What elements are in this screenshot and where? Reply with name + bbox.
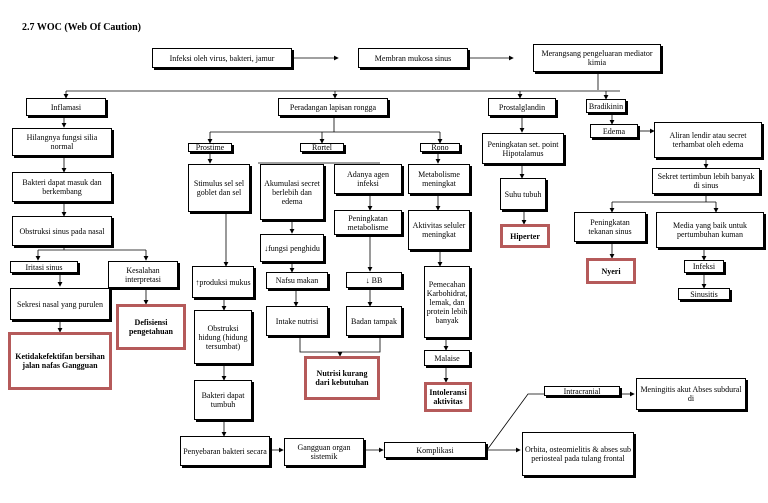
node-aliran: Aliran lendir atau secret terhambat oleh…	[654, 122, 762, 158]
node-rono: Rono	[420, 143, 460, 152]
node-proslime: Prostime	[188, 143, 232, 152]
node-peningkatan-tekanan: Peningkatan tekanan sinus	[574, 212, 646, 242]
node-hilangnya: Hilangnya fungsi silia normal	[12, 128, 112, 156]
diagnosis-hipertermi: Hiperter	[500, 224, 550, 248]
diagnosis-jalan-nafas: Ketidakefektifan bersihan jalan nafas Ga…	[8, 332, 112, 390]
node-intracranial: Intracranial	[544, 386, 620, 396]
node-meningitis: Meningitis akut Abses subdural di	[636, 378, 746, 410]
node-aktivitas: Aktivitas seluler meningkat	[408, 210, 470, 250]
node-inflamasi: Inflamasi	[26, 98, 106, 116]
node-malaise: Malaise	[424, 350, 470, 366]
node-bakteri-tumbuh: Bakteri dapat tumbuh	[194, 380, 252, 420]
node-sekresi: Sekresi nasal yang purulen	[10, 288, 110, 320]
diagnosis-intoleransi: Intoleransi aktivitas	[424, 382, 472, 412]
node-stimulus: Stimulus sel sel goblet dan sel	[188, 164, 250, 212]
node-suhu: Suhu tubuh	[500, 178, 546, 210]
node-membran: Membran mukosa sinus	[358, 48, 468, 68]
node-obstruksi-sinus: Obstruksi sinus pada nasal	[12, 216, 112, 246]
node-adanya: Adanya agen infeksi	[334, 164, 402, 194]
node-peningkatan-set-point: Peningkatan set. point Hipotalamus	[482, 133, 564, 164]
node-intake: Intake nutrisi	[266, 306, 328, 336]
node-edema: Edema	[590, 124, 638, 138]
page-title: 2.7 WOC (Web Of Caution)	[22, 22, 141, 33]
node-orbita: Orbita, osteomielitis & abses sub perios…	[522, 432, 634, 476]
node-nafsu: Nafsu makan	[266, 272, 328, 289]
node-peningkatan-metabolisme: Peningkatan metabolisme	[334, 210, 402, 235]
node-akumulasi: Akumulasi secret berlebih dan edema	[260, 164, 324, 220]
node-sinusitis: Sinusitis	[678, 288, 730, 300]
node-metabolisme: Metabolisme meningkat	[408, 164, 470, 194]
node-bradikinin: Bradikinin	[586, 99, 626, 113]
node-sekret-timbun: Sekret tertimbun lebih banyak di sinus	[652, 168, 760, 194]
node-pemecahan: Pemecahan Karbohidrat, lemak, dan protei…	[424, 266, 470, 338]
node-iritasi: Iritasi sinus	[10, 261, 78, 273]
node-obstruksi-hidung: Obstruksi hidung (hidung tersumbat)	[194, 310, 252, 364]
node-komplikasi: Komplikasi	[384, 442, 486, 458]
node-penyebaran: Penyebaran bakteri secara	[180, 436, 270, 466]
node-merangsang: Merangsang pengeluaran mediator kimia	[533, 44, 661, 72]
node-rortel: Rortel	[300, 143, 344, 152]
node-gangguan: Gangguan organ sistemik	[284, 438, 364, 466]
node-produksi-mukus: ↑produksi mukus	[192, 266, 254, 298]
node-prostalglandin: Prostalglandin	[488, 98, 556, 116]
diagnosis-nyeri: Nyeri	[586, 258, 636, 284]
diagnosis-pengetahuan: Defisiensi pengetahuan	[116, 304, 186, 350]
node-badan-tampak: Badan tampak	[346, 306, 402, 336]
node-peradangan: Peradangan lapisan rongga	[278, 98, 388, 116]
node-fungsi-penghidu: ↓fungsi penghidu	[260, 234, 324, 262]
node-bb: ↓ BB	[346, 272, 402, 288]
node-bakteri-masuk: Bakteri dapat masuk dan berkembang	[12, 172, 112, 202]
diagnosis-nutrisi: Nutrisi kurang dari kebutuhan	[304, 356, 380, 400]
node-infeksi-2: Infeksi	[684, 260, 724, 273]
node-infeksi: Infeksi oleh virus, bakteri, jamur	[152, 48, 292, 68]
node-kesalahan: Kesalahan interpretasi	[108, 261, 178, 288]
node-media: Media yang baik untuk pertumbuhan kuman	[656, 212, 764, 248]
